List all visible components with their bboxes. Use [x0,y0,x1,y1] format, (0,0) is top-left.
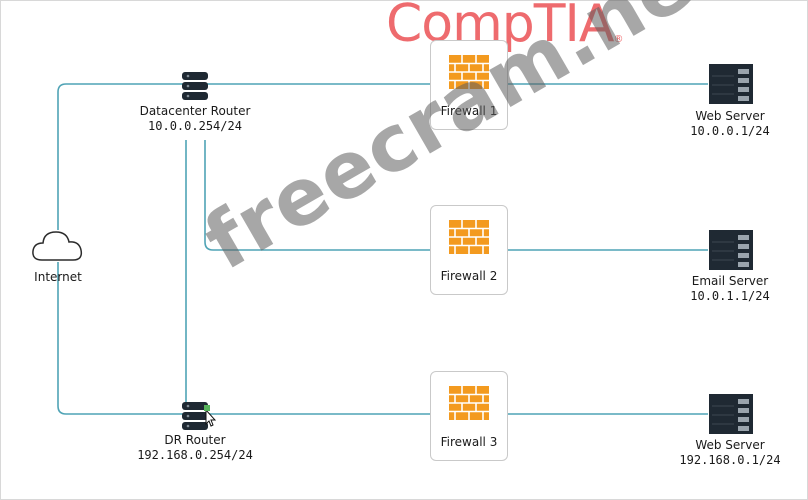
web-server-2-name: Web Server [695,438,765,452]
brand-mark: ® [613,34,623,45]
firewall-icon [449,55,489,89]
web-server-2-label: Web Server 192.168.0.1/24 [660,438,800,468]
web-server-1-ip: 10.0.0.1/24 [690,124,770,138]
web-server-2 [708,393,754,439]
link-internet-dr [57,262,185,415]
firewall-2: Firewall 2 [430,205,508,295]
router-icon [182,402,217,430]
firewall-2-label: Firewall 2 [440,269,498,283]
web-server-1-name: Web Server [695,109,765,123]
datacenter-router [180,70,210,106]
web-server-1 [708,63,754,109]
server-icon [709,64,753,104]
internet-label-text: Internet [34,270,82,284]
server-icon [709,230,753,270]
datacenter-router-name: Datacenter Router [139,104,251,118]
web-server-1-label: Web Server 10.0.0.1/24 [670,109,790,139]
datacenter-router-label: Datacenter Router 10.0.0.254/24 [130,104,260,134]
web-server-2-ip: 192.168.0.1/24 [679,453,781,467]
dr-router [180,400,217,436]
dr-router-label: DR Router 192.168.0.254/24 [130,433,260,463]
email-server-label: Email Server 10.0.1.1/24 [670,274,790,304]
datacenter-router-ip: 10.0.0.254/24 [148,119,242,133]
dr-router-ip: 192.168.0.254/24 [137,448,253,462]
firewall-1: Firewall 1 [430,40,508,130]
firewall-3-label: Firewall 3 [440,435,498,449]
email-server-name: Email Server [691,274,769,288]
firewall-icon [449,386,489,420]
email-server [708,229,754,275]
router-icon [182,72,208,100]
link-datacenter-fw2 [204,140,430,251]
server-icon [709,394,753,434]
dr-router-name: DR Router [164,433,226,447]
link-internet-datacenter [57,83,185,230]
internet-label: Internet [26,270,90,285]
firewall-3: Firewall 3 [430,371,508,461]
firewall-1-label: Firewall 1 [440,104,498,118]
internet-node [30,226,86,268]
firewall-icon [449,220,489,254]
email-server-ip: 10.0.1.1/24 [690,289,770,303]
cloud-icon [32,231,83,261]
